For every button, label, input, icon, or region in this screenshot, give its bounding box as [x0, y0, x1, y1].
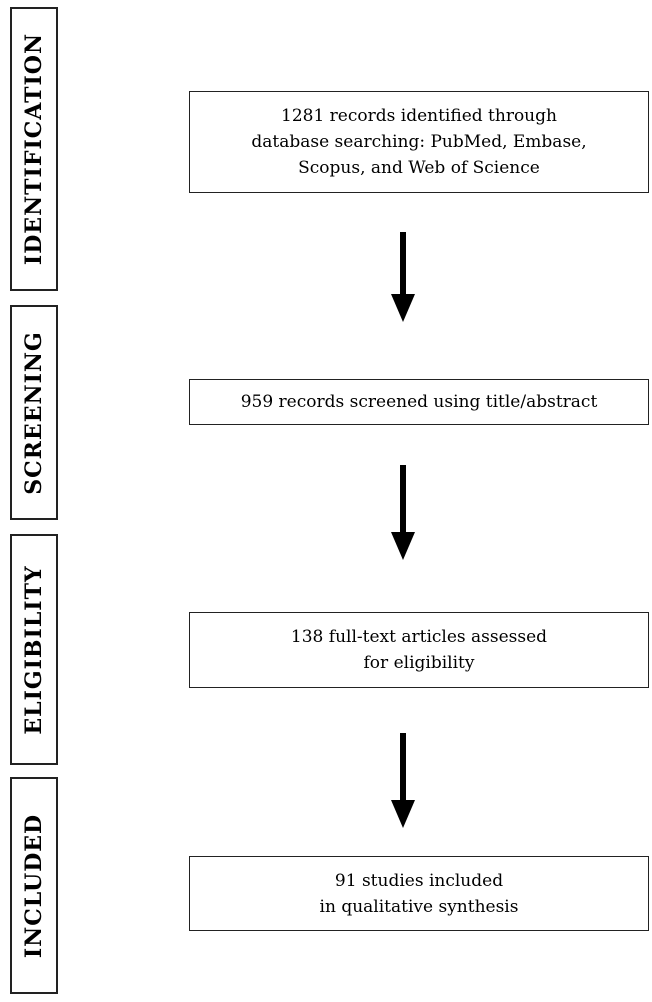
- down-arrow-icon: [391, 465, 415, 560]
- included-box: 91 studies included in qualitative synth…: [189, 856, 649, 931]
- down-arrow-icon: [391, 232, 415, 322]
- screening-line-1: 959 records screened using title/abstrac…: [240, 392, 598, 412]
- screening-box: 959 records screened using title/abstrac…: [189, 379, 649, 425]
- included-line-1: 91 studies included: [334, 870, 504, 891]
- stage-included: INCLUDED: [10, 777, 58, 994]
- identification-line-1: 1281 records identified through: [281, 106, 557, 126]
- eligibility-line-2: for eligibility: [363, 653, 475, 673]
- stage-screening-label: SCREENING: [21, 330, 47, 495]
- included-line-2: in qualitative synthesis: [319, 896, 519, 917]
- eligibility-line-1: 138 full-text articles assessed: [290, 627, 548, 647]
- eligibility-box: 138 full-text articles assessed for elig…: [189, 612, 649, 688]
- stage-included-label: INCLUDED: [21, 813, 47, 958]
- identification-box: 1281 records identified through database…: [189, 91, 649, 193]
- stage-identification-label: IDENTIFICATION: [21, 32, 47, 266]
- down-arrow-icon: [391, 733, 415, 828]
- stage-identification: IDENTIFICATION: [10, 7, 58, 291]
- stage-screening: SCREENING: [10, 305, 58, 520]
- identification-line-3: Scopus, and Web of Science: [298, 158, 540, 178]
- identification-line-2: database searching: PubMed, Embase,: [251, 132, 587, 152]
- stage-eligibility: ELIGIBILITY: [10, 534, 58, 765]
- stage-eligibility-label: ELIGIBILITY: [21, 564, 47, 735]
